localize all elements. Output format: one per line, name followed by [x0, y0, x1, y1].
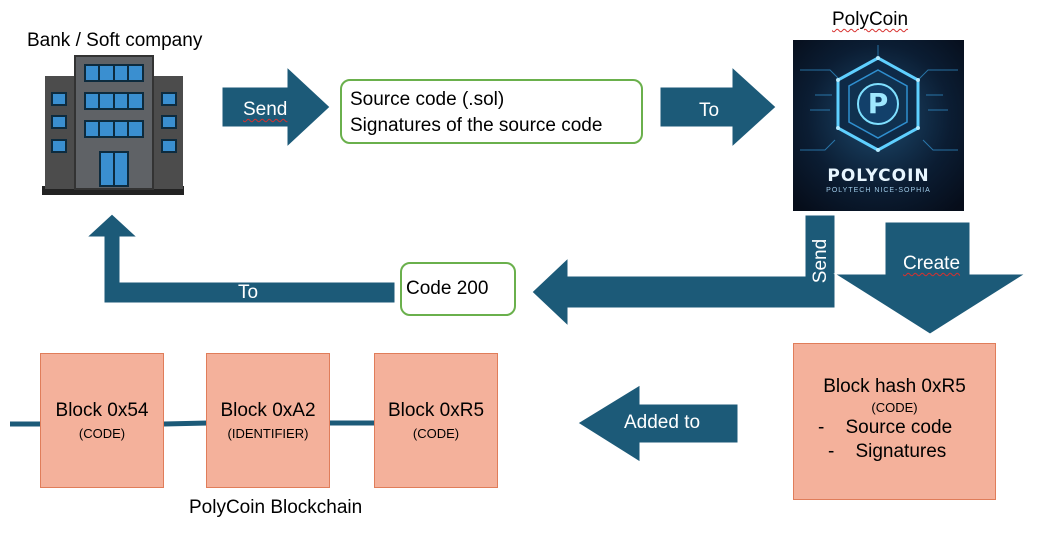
chain-line [10, 420, 376, 427]
polycoin-logo-letter: P [867, 87, 889, 120]
chain-block: Block 0x54 (CODE) [40, 353, 164, 488]
create-arrow [833, 221, 1027, 335]
payload-box: Source code (.sol) Signatures of the sou… [340, 79, 643, 144]
new-block: Block hash 0xR5 (CODE) - Source code - S… [793, 343, 996, 500]
new-block-item: - Source code [818, 417, 953, 438]
chain-block-subtitle: (CODE) [412, 426, 460, 441]
chain-block-subtitle: (CODE) [78, 426, 126, 441]
response-text: Code 200 [406, 278, 489, 299]
payload-line-1: Source code (.sol) [350, 89, 505, 110]
polycoin-logo-text: POLYCOIN [827, 166, 930, 186]
chain-block-title: Block 0xR5 [387, 400, 485, 421]
office-building-icon [42, 55, 184, 195]
chain-block: Block 0xR5 (CODE) [374, 353, 498, 488]
chain-block-subtitle: (IDENTIFIER) [227, 426, 309, 441]
to-arrow-top [659, 65, 777, 149]
payload-line-2: Signatures of the source code [350, 115, 603, 136]
added-to-arrow [577, 384, 739, 463]
polycoin-logo [793, 40, 964, 211]
chain-block: Block 0xA2 (IDENTIFIER) [206, 353, 330, 488]
response-box: Code 200 [400, 262, 516, 316]
added-to-arrow-label: Added to [624, 412, 701, 433]
to-arrow-top-label: To [699, 100, 720, 121]
new-block-title: Block hash 0xR5 [823, 376, 966, 397]
to-arrow-bent-label: To [238, 282, 259, 303]
send-arrow-top [221, 65, 331, 149]
polycoin-title: PolyCoin [832, 9, 909, 30]
bank-title: Bank / Soft company [27, 30, 203, 51]
send-arrow-vertical-label: Send [810, 238, 831, 284]
chain-label: PolyCoin Blockchain [189, 497, 363, 518]
chain-block-title: Block 0x54 [55, 400, 149, 421]
chain-block-title: Block 0xA2 [220, 400, 316, 421]
send-arrow-top-label: Send [243, 99, 288, 120]
create-arrow-label: Create [903, 253, 961, 274]
new-block-subtitle: (CODE) [871, 400, 918, 415]
new-block-item: - Signatures [828, 441, 947, 462]
send-arrow-bent [531, 214, 836, 328]
polycoin-logo-subtext: POLYTECH NICE-SOPHIA [826, 187, 931, 194]
to-arrow-bent [85, 213, 396, 304]
